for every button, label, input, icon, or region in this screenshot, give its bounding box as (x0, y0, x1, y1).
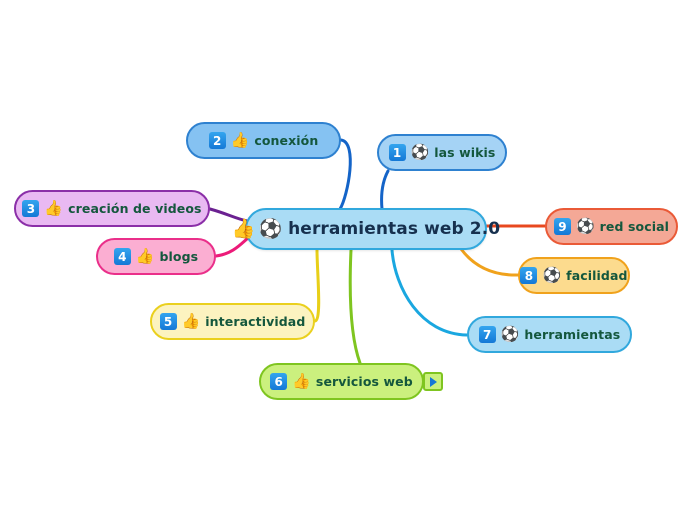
branch-node-label: servicios web (315, 374, 413, 389)
edge-to-node-2 (338, 138, 352, 211)
branch-number-badge: 6 (270, 373, 288, 390)
branch-node-facilidad[interactable]: 8 ⚽ facilidad (518, 257, 630, 294)
thumbs-up-icon: 👍 (181, 312, 201, 330)
root-node-label: herramientas web 2.0 (288, 219, 501, 239)
branch-number-badge: 4 (113, 248, 131, 265)
branch-node-conexion[interactable]: 2 👍 conexión (186, 122, 341, 159)
thumbs-up-icon: 👍 (230, 131, 250, 149)
branch-node-creacion-de-videos[interactable]: 3 👍 creación de videos (14, 190, 210, 227)
thumbs-up-icon: 👍 (292, 372, 311, 390)
edge-to-node-1 (380, 169, 390, 211)
branch-node-label: herramientas (524, 327, 621, 342)
branch-node-red-social[interactable]: 9 ⚽ red social (545, 208, 678, 245)
branch-number-badge: 3 (22, 200, 40, 217)
branch-node-label: interactividad (205, 314, 306, 329)
branch-node-las-wikis[interactable]: 1 ⚽ las wikis (377, 134, 507, 171)
branch-number-badge: 5 (159, 313, 177, 330)
branch-node-label: las wikis (434, 145, 496, 160)
branch-node-label: creación de videos (68, 201, 202, 216)
thumbs-up-icon: 👍 (135, 247, 155, 265)
branch-number-badge: 2 (208, 132, 226, 149)
root-node[interactable]: 👍 ⚽ herramientas web 2.0 (232, 208, 500, 250)
soccer-ball-icon: ⚽ (410, 143, 430, 161)
edge-to-node-4 (214, 236, 250, 258)
expand-toggle-servicios-web[interactable] (423, 372, 443, 391)
edge-to-node-6 (348, 248, 362, 365)
branch-node-label: facilidad (566, 268, 628, 283)
thumbs-up-icon: 👍 (231, 217, 256, 240)
branch-number-badge: 1 (388, 144, 406, 161)
branch-node-label: conexión (254, 133, 319, 148)
branch-node-label: blogs (159, 249, 199, 264)
triangle-right-icon (429, 376, 437, 387)
branch-node-interactividad[interactable]: 5 👍 interactividad (150, 303, 315, 340)
branch-node-label: red social (599, 219, 670, 234)
soccer-ball-icon: ⚽ (258, 217, 283, 240)
edge-to-node-7 (390, 248, 469, 337)
soccer-ball-icon: ⚽ (500, 325, 520, 343)
edge-to-node-5 (313, 248, 321, 323)
branch-number-badge: 8 (520, 267, 538, 284)
branch-node-servicios-web[interactable]: 6 👍 servicios web (259, 363, 424, 400)
branch-node-herramientas[interactable]: 7 ⚽ herramientas (467, 316, 632, 353)
branch-node-blogs[interactable]: 4 👍 blogs (96, 238, 216, 275)
branch-number-badge: 9 (553, 218, 571, 235)
branch-number-badge: 7 (478, 326, 496, 343)
thumbs-up-icon: 👍 (44, 199, 64, 217)
soccer-ball-icon: ⚽ (575, 217, 595, 235)
soccer-ball-icon: ⚽ (542, 266, 562, 284)
